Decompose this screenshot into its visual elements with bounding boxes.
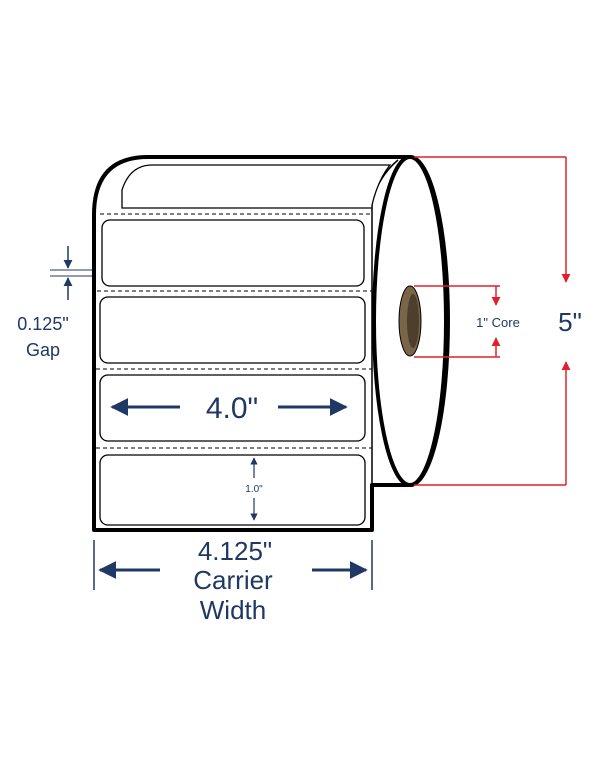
gap-value: 0.125" xyxy=(17,314,68,334)
label-top-partial xyxy=(121,164,392,209)
gap-dimension: 0.125" Gap xyxy=(17,246,92,360)
carrier-width-line1: Carrier xyxy=(193,565,273,595)
carrier-width-line2: Width xyxy=(200,595,266,625)
label-4 xyxy=(99,374,366,442)
labels xyxy=(96,164,392,526)
label-height-value: 1.0" xyxy=(245,484,263,495)
roll-diameter-dimension: 5" xyxy=(414,156,582,486)
label-3 xyxy=(99,296,366,364)
carrier-width-dimension: 4.125" Carrier Width xyxy=(93,536,373,625)
core xyxy=(398,285,422,357)
label-width-dimension: 4.0" xyxy=(110,392,348,425)
label-height-dimension: 1.0" xyxy=(245,457,263,521)
core-label: 1" Core xyxy=(476,315,520,330)
label-width-value: 4.0" xyxy=(206,392,258,425)
core-dimension: 1" Core xyxy=(414,285,520,358)
gap-label: Gap xyxy=(26,340,60,360)
label-2 xyxy=(101,219,365,287)
carrier-width-value: 4.125" xyxy=(198,536,272,566)
label-5 xyxy=(99,454,366,526)
roll-diameter-value: 5" xyxy=(558,307,582,337)
